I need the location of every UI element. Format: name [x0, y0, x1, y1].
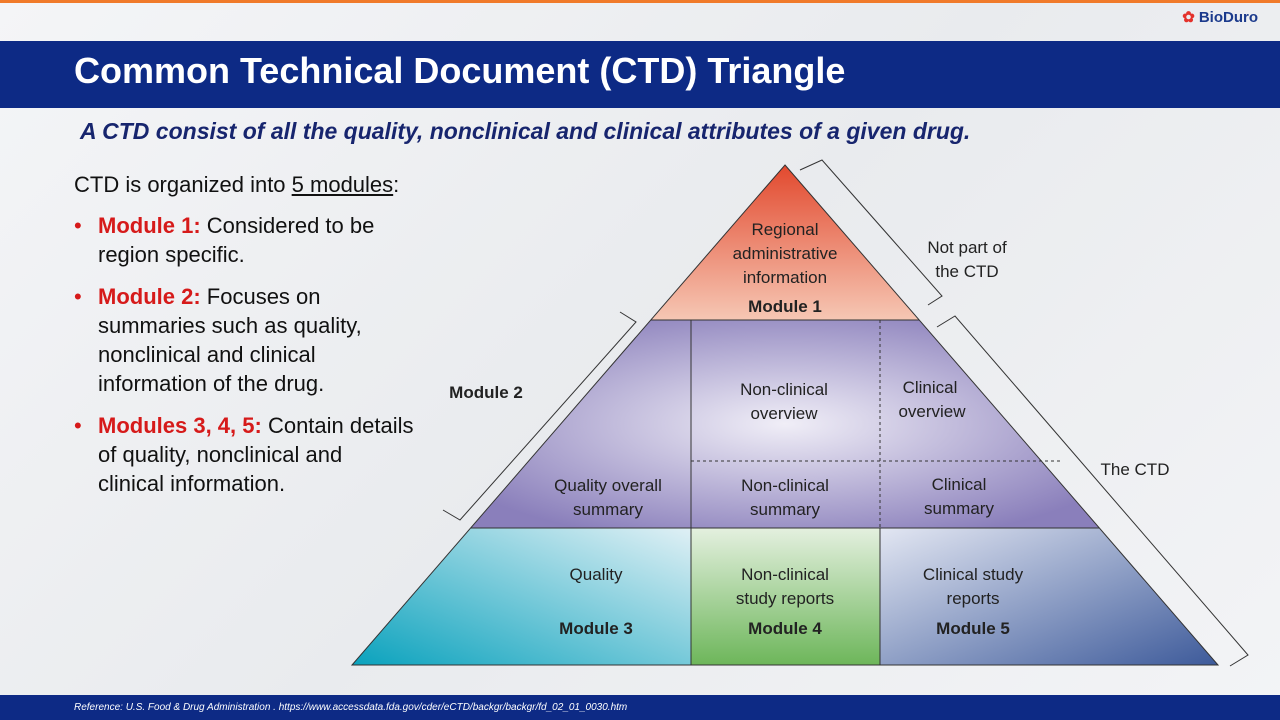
- logo-text: BioDuro: [1198, 8, 1258, 26]
- module-1-section: [651, 165, 919, 320]
- module-3-label: Module 3: [559, 619, 633, 638]
- list-item: Modules 3, 4, 5: Contain details of qual…: [74, 411, 414, 498]
- list-item: Module 1: Considered to be region specif…: [74, 211, 414, 269]
- page-title: Common Technical Document (CTD) Triangle: [74, 50, 846, 91]
- footer-bar: [0, 695, 1280, 720]
- bracket-the-ctd: [936, 315, 1249, 667]
- list-item: Module 2: Focuses on summaries such as q…: [74, 282, 414, 398]
- module-5-label: Module 5: [936, 619, 1010, 638]
- the-ctd-label: The CTD: [1101, 460, 1170, 479]
- top-accent-bar: [0, 0, 1280, 3]
- intro-text: CTD is organized into 5 modules:: [74, 172, 400, 197]
- quality-text: Quality: [570, 565, 623, 584]
- bioduro-logo: ✿ BioDuro: [1182, 8, 1258, 27]
- module-2-section: [471, 320, 1099, 528]
- logo-icon: ✿: [1182, 9, 1195, 26]
- module-5-section: [880, 528, 1218, 665]
- module-list: Module 1: Considered to be region specif…: [74, 211, 414, 511]
- title-bar: [0, 41, 1280, 108]
- module-4-section: [691, 528, 880, 665]
- module-3-section: [352, 528, 691, 665]
- module-2-label: Module 2: [449, 383, 523, 402]
- reference-text: Reference: U.S. Food & Drug Administrati…: [74, 702, 628, 713]
- bracket-not-part: [799, 159, 943, 306]
- module-4-label: Module 4: [748, 619, 822, 638]
- module-1-label: Module 1: [748, 297, 822, 316]
- bracket-module-2: [442, 311, 637, 521]
- subtitle: A CTD consist of all the quality, noncli…: [80, 118, 971, 144]
